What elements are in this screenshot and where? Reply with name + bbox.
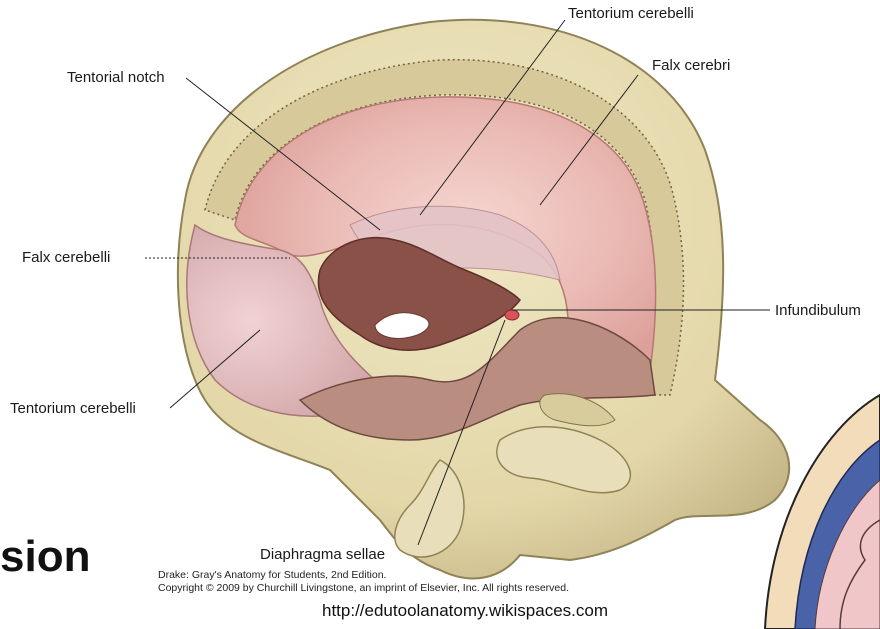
- label-diaphragma-sellae: Diaphragma sellae: [260, 547, 385, 562]
- credit-line-1: Drake: Gray's Anatomy for Students, 2nd …: [158, 569, 386, 582]
- source-url: http://edutoolanatomy.wikispaces.com: [322, 601, 608, 621]
- label-tentorial-notch: Tentorial notch: [67, 70, 165, 85]
- label-tentorium-cerebelli-bottom: Tentorium cerebelli: [10, 401, 136, 416]
- infundibulum-marker: [505, 310, 519, 320]
- slide-title-fragment: sion: [0, 532, 90, 582]
- label-tentorium-cerebelli-top: Tentorium cerebelli: [568, 6, 694, 21]
- credit-line-2: Copyright © 2009 by Churchill Livingston…: [158, 582, 569, 595]
- label-falx-cerebelli: Falx cerebelli: [22, 250, 110, 265]
- label-infundibulum: Infundibulum: [775, 303, 861, 318]
- label-falx-cerebri: Falx cerebri: [652, 58, 730, 73]
